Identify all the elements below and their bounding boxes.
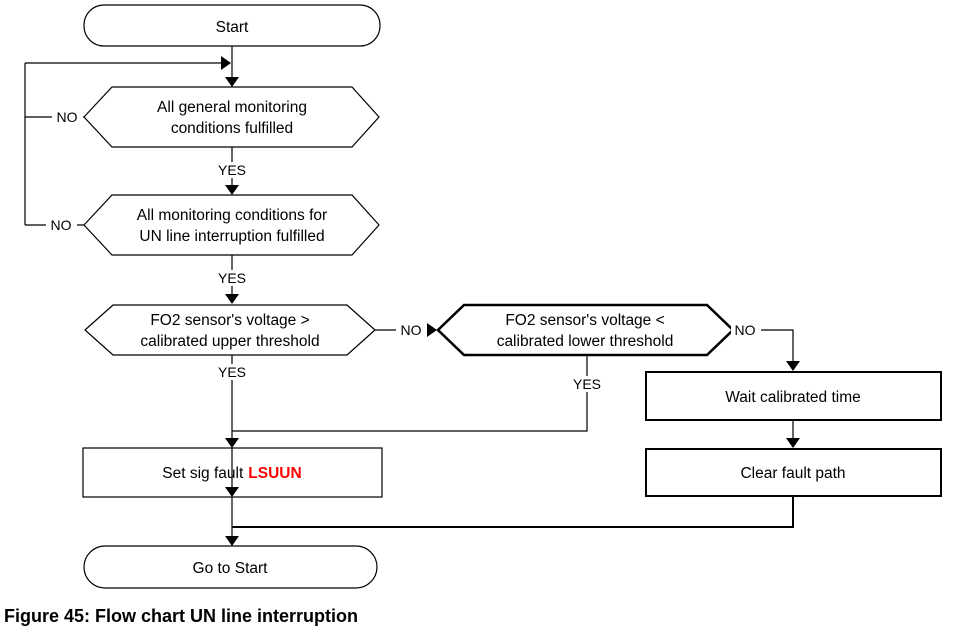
branch-label-no-general: NO (52, 109, 83, 125)
svg-text:YES: YES (218, 364, 246, 380)
goto-start-label: Go to Start (193, 560, 269, 577)
clear-fault-path-label: Clear fault path (740, 465, 845, 482)
branch-label-no-upper: NO (396, 322, 427, 338)
lower-threshold-label-line2: calibrated lower threshold (497, 333, 674, 350)
wait-calibrated-time-label: Wait calibrated time (725, 389, 861, 406)
arrowhead-down-goto (225, 536, 239, 546)
general-monitoring-label-line2: conditions fulfilled (171, 120, 293, 137)
svg-text:NO: NO (401, 322, 422, 338)
connector-yes-lower-merge (232, 355, 588, 432)
decision-general-monitoring (83, 86, 380, 148)
branch-label-yes-upper: YES (215, 364, 249, 380)
un-monitoring-label-line1: All monitoring conditions for (137, 207, 327, 224)
connector-loop-back (24, 56, 231, 225)
goto-start-node (83, 545, 378, 589)
arrowhead-right-junction (221, 56, 231, 70)
arrowhead-down-upper (225, 294, 239, 304)
arrowhead-down-clear (786, 438, 800, 448)
connector-wait-to-clear (786, 420, 800, 448)
branch-label-yes-lower: YES (570, 376, 604, 392)
un-monitoring-label-line2: UN line interruption fulfilled (139, 228, 324, 245)
arrowhead-down-setfault (225, 438, 239, 448)
branch-label-yes-un: YES (215, 270, 249, 286)
connector-start-to-general (225, 46, 239, 87)
svg-text:NO: NO (735, 322, 756, 338)
connector-clear-merge (232, 496, 794, 528)
svg-text:YES: YES (218, 162, 246, 178)
svg-text:YES: YES (573, 376, 601, 392)
branch-label-no-lower: NO (731, 322, 761, 338)
set-sig-fault-prefix: Set sig fault (162, 465, 244, 482)
arrowhead-down-wait (786, 361, 800, 371)
upper-threshold-label-line1: FO2 sensor's voltage > (150, 312, 309, 329)
arrowhead-down-setfault-bottom (225, 487, 239, 497)
connector-through-setfault (225, 448, 239, 527)
connector-merge-to-goto (225, 527, 239, 546)
lower-threshold-label-line1: FO2 sensor's voltage < (505, 312, 664, 329)
svg-text:NO: NO (57, 109, 78, 125)
set-sig-fault-code: LSUUN (248, 465, 301, 482)
svg-text:YES: YES (218, 270, 246, 286)
arrowhead-down-un (225, 185, 239, 195)
general-monitoring-label-line1: All general monitoring (157, 99, 307, 116)
arrowhead-down-general (225, 77, 239, 87)
process-clear-fault-path (645, 448, 942, 497)
figure-caption: Figure 45: Flow chart UN line interrupti… (4, 606, 358, 626)
svg-text:NO: NO (51, 217, 72, 233)
arrowhead-right-lower (427, 323, 437, 337)
start-label: Start (216, 19, 249, 36)
branch-label-no-un: NO (46, 217, 77, 233)
upper-threshold-label-line2: calibrated upper threshold (140, 333, 319, 350)
decision-un-monitoring (83, 194, 380, 256)
branch-label-yes-general: YES (215, 162, 249, 178)
